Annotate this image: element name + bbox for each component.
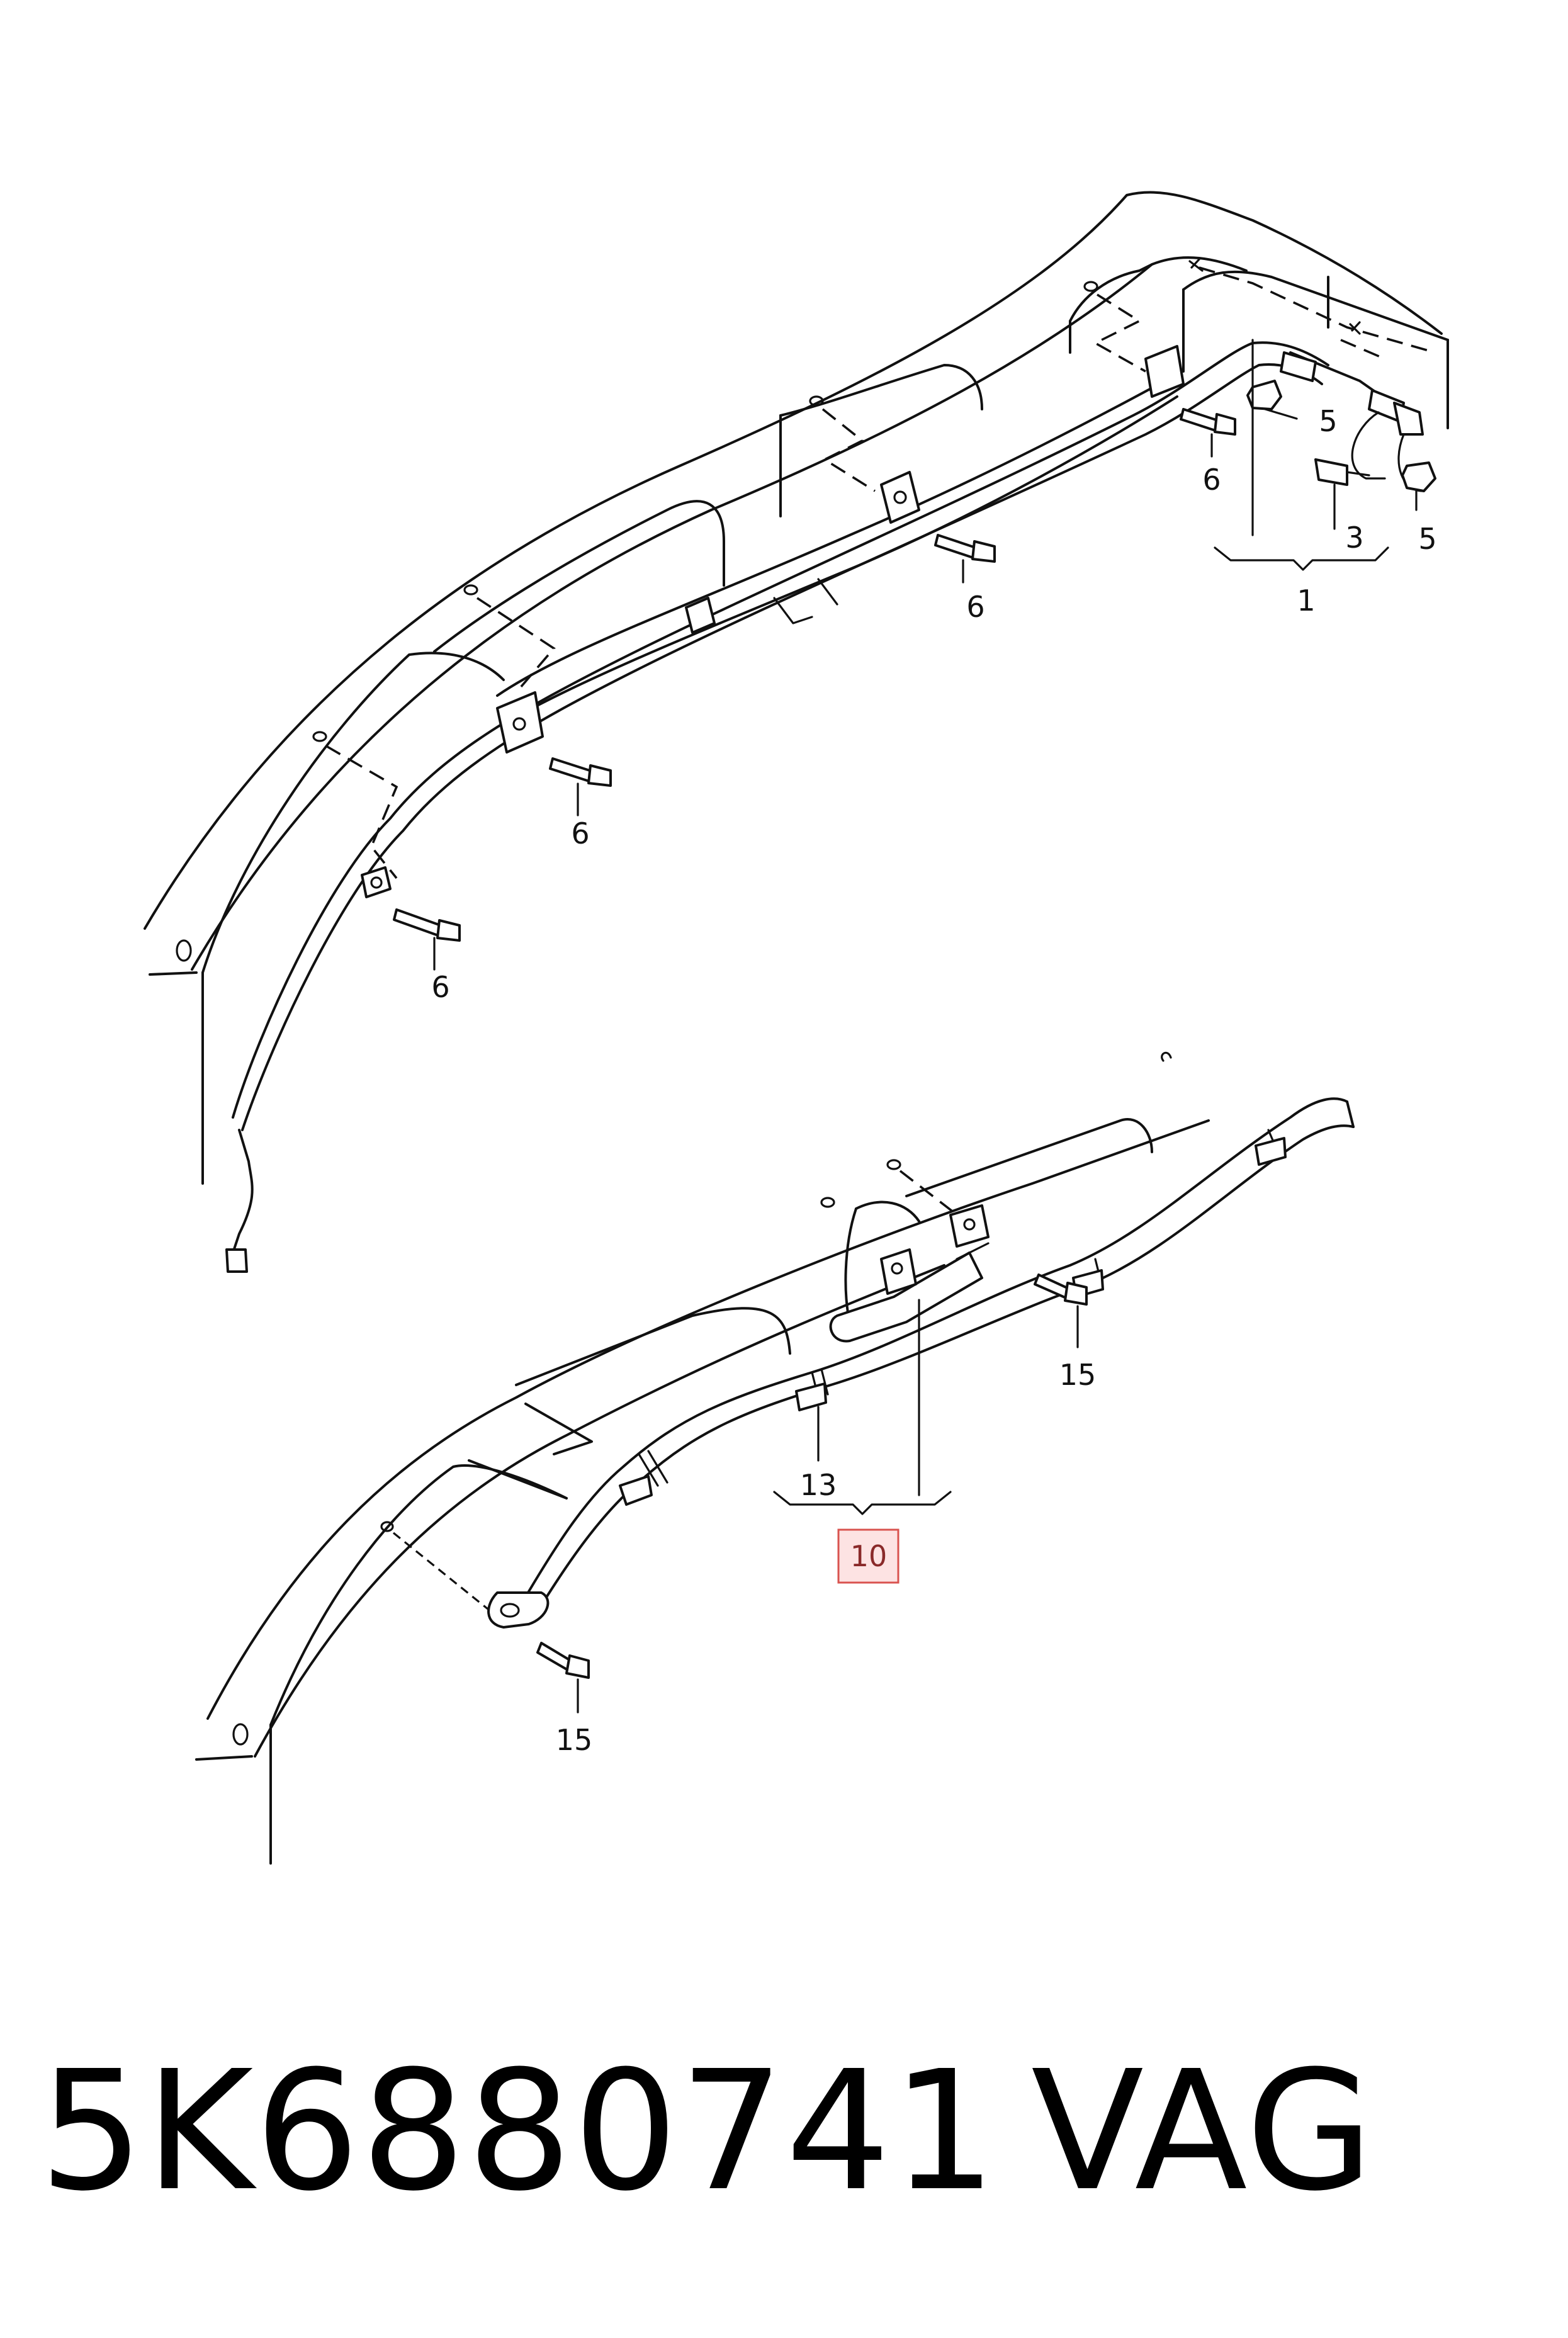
- brand-name: VAG: [1031, 2035, 1375, 2227]
- callout-10: 10: [850, 1539, 888, 1573]
- upper-leader-lines: [433, 339, 1418, 971]
- clip-5b: [1401, 461, 1436, 492]
- sensor-3: [1314, 458, 1370, 486]
- screw-6c: [934, 534, 996, 563]
- upper-fasteners: [393, 258, 1436, 942]
- screw-6d: [1180, 408, 1236, 436]
- callout-15-rear: 15: [1059, 1358, 1097, 1392]
- callout-5-lower: 5: [1418, 522, 1436, 556]
- callout-3: 3: [1345, 521, 1363, 555]
- callout-6-mid: 6: [571, 816, 589, 850]
- screw-15b: [536, 1642, 590, 1679]
- lower-fasteners: [536, 1273, 1088, 1679]
- lower-leader-lines: [577, 1299, 1079, 1714]
- lower-curtain-airbag: [487, 1097, 1355, 1629]
- highlight-box-10: [837, 1528, 900, 1584]
- callout-6-center: 6: [966, 590, 984, 624]
- upper-curtain-airbag: [225, 341, 1424, 1273]
- callout-15-front: 15: [556, 1723, 593, 1757]
- upper-roof-frame: [144, 191, 1449, 1185]
- callout-1: 1: [1297, 584, 1315, 618]
- callout-6-front: 6: [431, 970, 449, 1004]
- callout-13: 13: [800, 1468, 837, 1502]
- screw-6b: [549, 757, 612, 787]
- callout-6-rear: 6: [1202, 463, 1221, 497]
- screw-15a: [1034, 1273, 1088, 1306]
- callout-5-upper: 5: [1319, 404, 1337, 438]
- clip-5a: [1246, 380, 1282, 410]
- part-number: 5K6880741: [39, 2035, 998, 2227]
- lower-roof-frame: [195, 1051, 1210, 1865]
- screw-6a: [393, 908, 461, 942]
